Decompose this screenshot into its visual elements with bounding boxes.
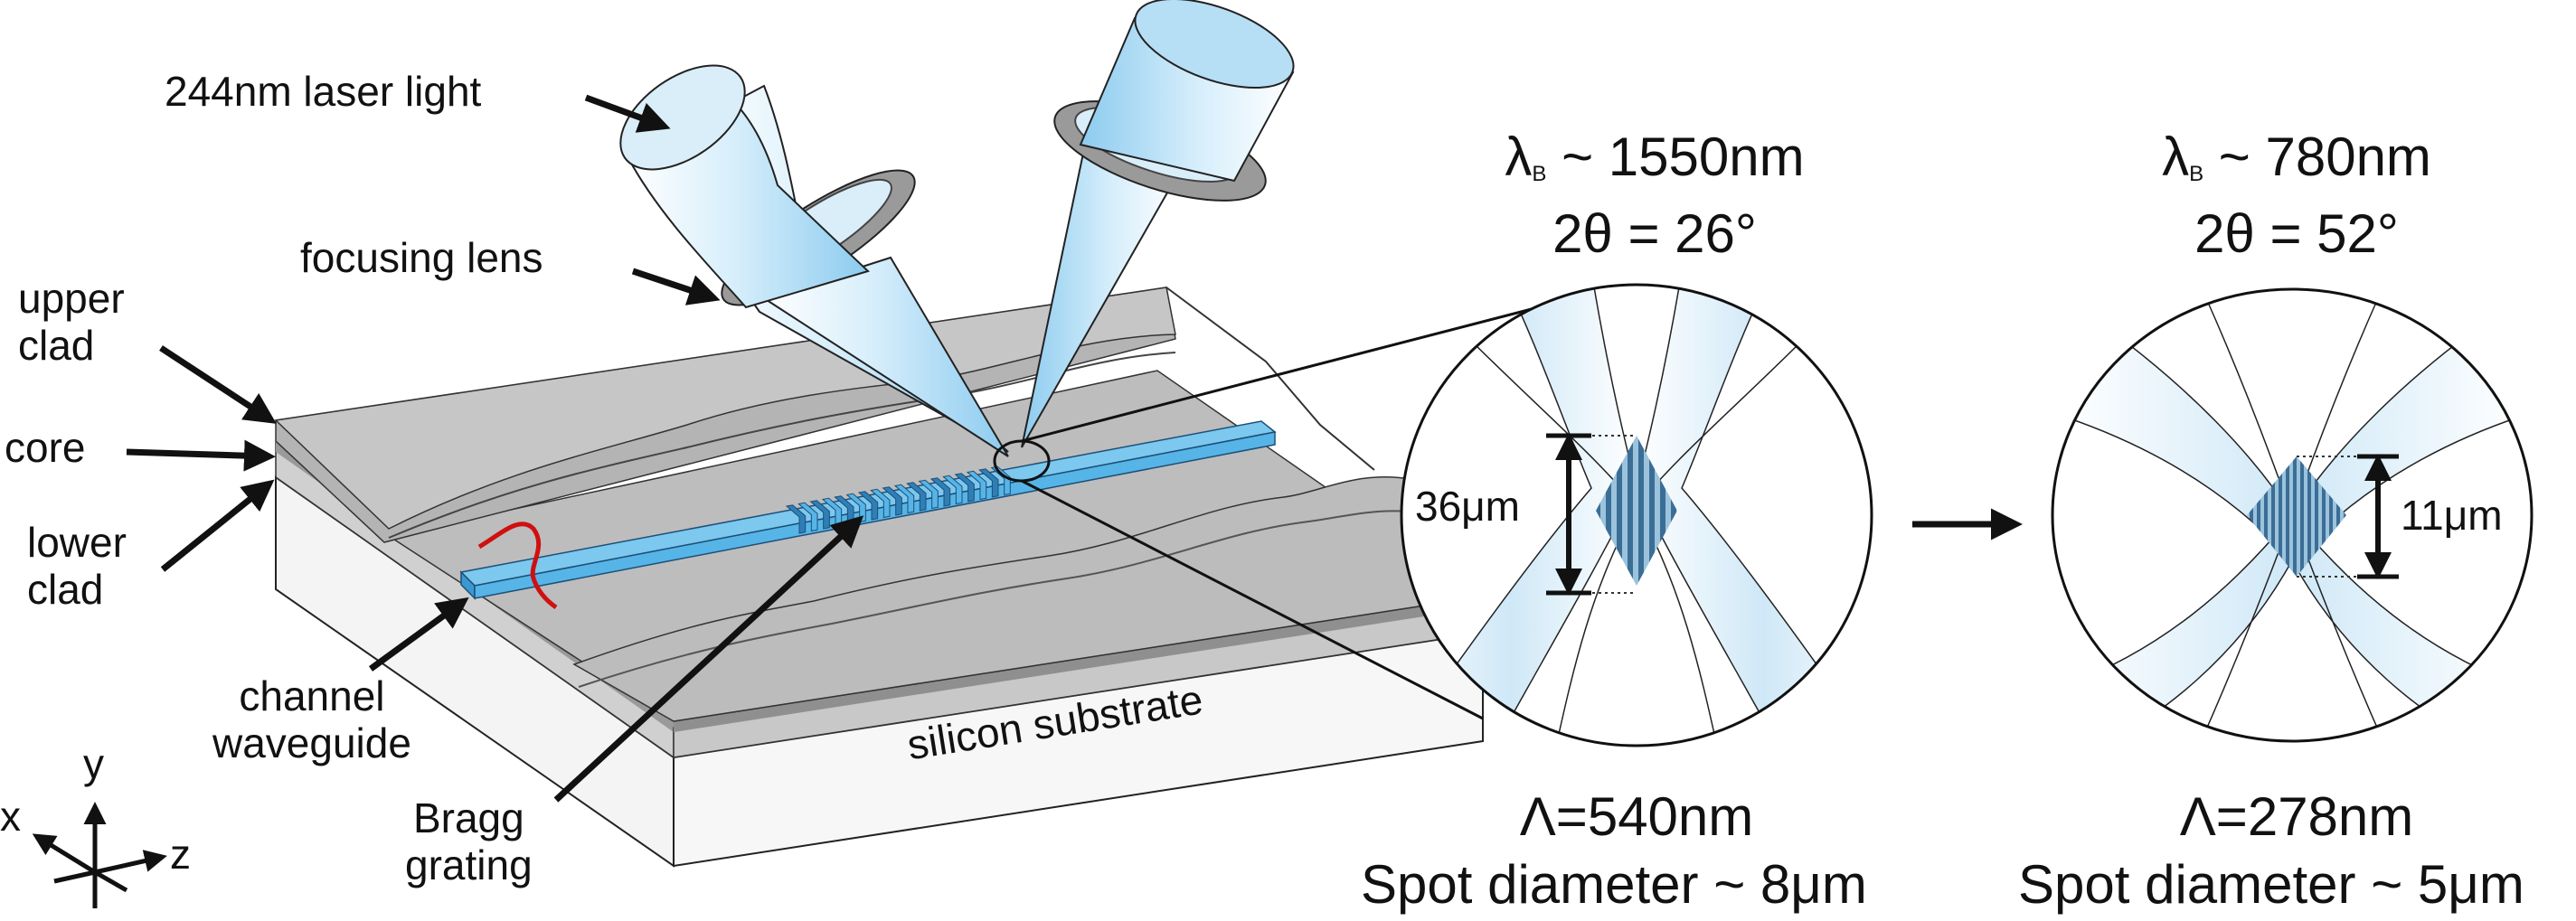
- lower-clad-line-2: clad: [27, 565, 104, 613]
- spot-diameter-1550: Spot diameter ~ 8μm: [1361, 854, 1867, 915]
- lambda-symbol-780: λ: [2162, 127, 2190, 187]
- grating-segment: [893, 484, 915, 514]
- grating-segment: [978, 468, 999, 498]
- bragg-grating-line-1: Bragg: [412, 794, 524, 841]
- focusing-lens-label: focusing lens: [300, 234, 543, 281]
- arrow-upper-clad: [159, 345, 277, 424]
- zoom-circle-780: [2051, 287, 2534, 743]
- lambda-symbol-1550: λ: [1505, 127, 1533, 187]
- grating-segment: [918, 479, 939, 510]
- lower-clad-line-1: lower: [27, 519, 127, 566]
- bragg-grating: [785, 465, 1011, 534]
- upper-clad-line-2: clad: [18, 321, 95, 369]
- grating-segment: [906, 482, 927, 512]
- arrow-lens: [631, 268, 721, 305]
- grating-segment: [942, 475, 963, 505]
- arrow-laser: [584, 94, 671, 133]
- far-edge-lines: [1165, 287, 1375, 471]
- upper-clad-right-edge: [578, 510, 1430, 688]
- grating-segment: [857, 491, 879, 521]
- lambda-value-1550: ~ 1550nm: [1562, 127, 1805, 187]
- zoom-line-top: [1021, 296, 1574, 443]
- lambda-subscript-1550: B: [1532, 162, 1547, 186]
- y-axis-label: y: [83, 740, 104, 787]
- grating-segment: [809, 500, 830, 530]
- lower-clad-label: lower clad: [27, 519, 127, 613]
- grating-segment: [882, 486, 902, 516]
- angle-780: 2θ = 52°: [2194, 203, 2399, 264]
- coordinate-axes: [32, 802, 167, 908]
- pointer-arrows: [126, 94, 864, 803]
- arrow-bragg-grating: [553, 515, 864, 803]
- channel-waveguide-label: channel waveguide: [212, 672, 411, 766]
- z-axis-label: z: [170, 831, 191, 878]
- zoom-circle-1550: [1400, 283, 1873, 747]
- bragg-grating-label: Bragg grating: [405, 794, 533, 888]
- dimension-label-1550: 36μm: [1415, 483, 1520, 530]
- arrow-channel-waveguide: [368, 597, 469, 672]
- z-axis: [94, 850, 167, 875]
- bragg-grating-line-2: grating: [405, 841, 533, 888]
- channel-waveguide-line-1: channel: [239, 672, 385, 719]
- upper-clad-label: upper clad: [18, 275, 125, 369]
- grating-segment: [845, 493, 866, 523]
- interference-panel-1550: [1400, 283, 1873, 747]
- x-axis: [32, 833, 97, 875]
- waveguide-chip: [274, 287, 1485, 868]
- right-beam-top-face: [1134, 0, 1295, 89]
- grating-segment: [929, 477, 951, 507]
- core-label: core: [5, 424, 86, 471]
- core-front-edge: [674, 597, 1483, 732]
- axis-tail-1: [53, 869, 96, 884]
- lambda-value-780: ~ 780nm: [2218, 127, 2431, 187]
- left-beam-top-face: [619, 64, 746, 171]
- channel-waveguide-line-2: waveguide: [212, 719, 411, 766]
- period-1550: Λ=540nm: [1519, 786, 1754, 847]
- upper-clad-right-block: [572, 475, 1484, 722]
- laser-light-label: 244nm laser light: [165, 68, 482, 115]
- lambda-subscript-780: B: [2189, 162, 2204, 186]
- x-axis-label: x: [0, 793, 21, 840]
- angle-1550: 2θ = 26°: [1552, 203, 1757, 264]
- interference-fringes-1550: [1596, 436, 1677, 586]
- arrow-lower-clad: [160, 479, 275, 572]
- grating-segment: [797, 502, 818, 532]
- grating-segment: [954, 473, 975, 503]
- arrow-core: [126, 439, 276, 472]
- grating-segment: [966, 470, 987, 501]
- dimension-label-780: 11μm: [2401, 492, 2503, 539]
- grating-segment: [870, 488, 891, 519]
- grating-segment: [785, 504, 807, 534]
- bragg-wavelength-780: λB ~ 780nm: [2107, 127, 2486, 187]
- upper-clad-line-1: upper: [18, 275, 125, 322]
- axis-tail-3: [93, 869, 128, 893]
- spot-diameter-780: Spot diameter ~ 5μm: [2018, 854, 2524, 915]
- grating-segment: [990, 465, 1011, 496]
- bragg-wavelength-1550: λB ~ 1550nm: [1465, 127, 1845, 187]
- laser-beams: [619, 0, 1574, 720]
- zoom-line-bottom: [1021, 479, 1484, 720]
- period-780: Λ=278nm: [2179, 786, 2414, 847]
- interference-fringes-780: [2247, 456, 2346, 577]
- red-wave-signal: [477, 522, 558, 610]
